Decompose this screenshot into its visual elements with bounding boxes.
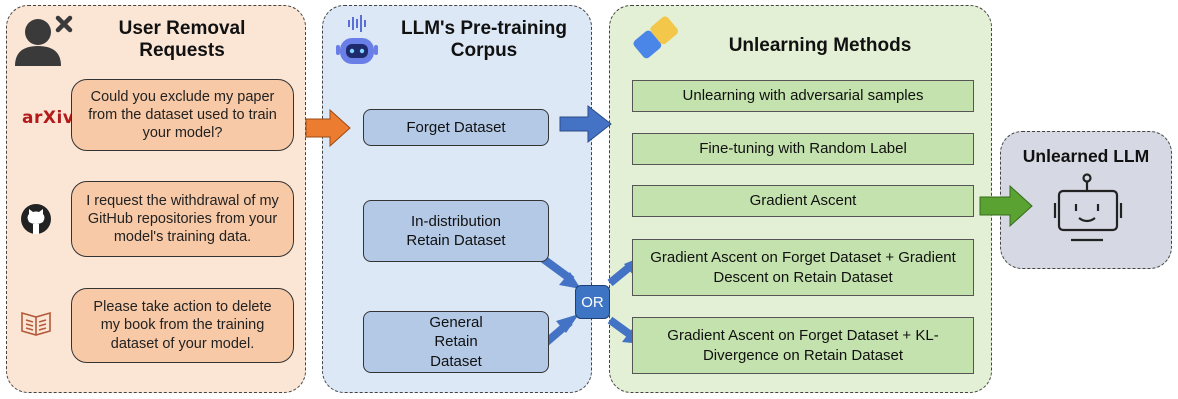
method-adversarial: Unlearning with adversarial samples xyxy=(632,80,974,112)
unlearning-panel-title: Unlearning Methods xyxy=(728,35,912,56)
in-distribution-retain-box: In-distribution Retain Dataset xyxy=(363,200,549,262)
general-retain-box: General Retain Dataset xyxy=(363,311,549,373)
request-github: I request the withdrawal of my GitHub re… xyxy=(71,181,294,257)
llm-panel-title: Unlearned LLM xyxy=(1022,146,1150,166)
forget-dataset-box: Forget Dataset xyxy=(363,109,549,146)
corpus-panel-title: LLM's Pre-training Corpus xyxy=(400,18,568,61)
or-node: OR xyxy=(575,285,610,319)
method-random-label: Fine-tuning with Random Label xyxy=(632,133,974,165)
user-panel-title: User Removal Requests xyxy=(118,18,246,61)
method-gradient-ascent: Gradient Ascent xyxy=(632,185,974,217)
method-ga-kl: Gradient Ascent on Forget Dataset + KL-D… xyxy=(632,317,974,374)
request-paper: Could you exclude my paper from the data… xyxy=(71,79,294,151)
arxiv-logo: arXiv xyxy=(22,108,75,128)
request-book: Please take action to delete my book fro… xyxy=(71,288,294,363)
method-ga-gd: Gradient Ascent on Forget Dataset + Grad… xyxy=(632,239,974,296)
